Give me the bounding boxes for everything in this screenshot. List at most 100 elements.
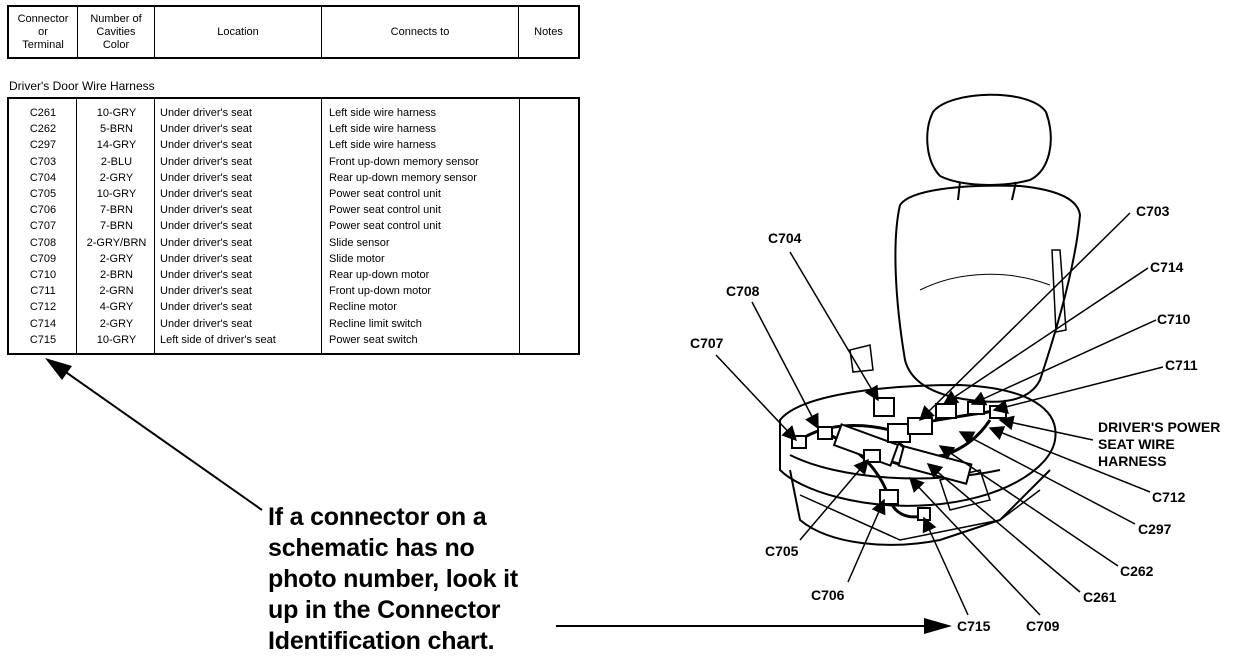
label-c705: C705 bbox=[765, 543, 799, 559]
header-connector: Connector or Terminal bbox=[9, 7, 78, 57]
connector-cell: C712 bbox=[29, 301, 57, 314]
header-location: Location bbox=[155, 7, 322, 57]
cavities-cell: 7-BRN bbox=[99, 204, 133, 217]
column-divider bbox=[76, 99, 77, 353]
header-cavities: Number of Cavities Color bbox=[78, 7, 155, 57]
connects-to-cell: Power seat control unit bbox=[329, 204, 441, 217]
harness-label-line: SEAT WIRE bbox=[1098, 436, 1175, 452]
cavities-cell: 2-GRY bbox=[99, 317, 134, 330]
seat-drawing bbox=[779, 93, 1082, 546]
connects-to-cell: Rear up-down memory sensor bbox=[329, 171, 477, 184]
cavities-cell: 10-GRY bbox=[96, 188, 137, 200]
callout-line: Identification chart. bbox=[268, 627, 495, 655]
column-divider bbox=[321, 99, 322, 353]
location-cell: Under driver's seat bbox=[160, 107, 252, 119]
callout-line: up in the Connector bbox=[268, 596, 501, 624]
column-divider bbox=[154, 99, 155, 353]
cavities-cell: 7-BRN bbox=[99, 220, 133, 233]
location-cell: Under driver's seat bbox=[160, 236, 252, 249]
location-cell: Under driver's seat bbox=[160, 220, 252, 233]
label-c297: C297 bbox=[1138, 521, 1172, 537]
cavities-cell: 2-GRN bbox=[99, 285, 134, 298]
label-c714: C714 bbox=[1150, 259, 1184, 275]
callout-line: schematic has no bbox=[268, 534, 475, 562]
connector-blocks bbox=[791, 397, 1007, 521]
section-title: Driver's Door Wire Harness bbox=[9, 79, 155, 93]
cavities-cell: 2-BLU bbox=[100, 155, 133, 168]
connector-cell: C709 bbox=[29, 252, 57, 265]
label-c262: C262 bbox=[1120, 563, 1154, 579]
harness-label-line: DRIVER'S POWER bbox=[1098, 419, 1221, 435]
connects-to-cell: Front up-down motor bbox=[329, 285, 432, 298]
location-cell: Under driver's seat bbox=[160, 155, 252, 168]
harness-label: DRIVER'S POWER SEAT WIRE HARNESS bbox=[1098, 419, 1220, 470]
location-cell: Under driver's seat bbox=[160, 123, 252, 136]
connector-cell: C705 bbox=[29, 188, 57, 200]
location-cell: Under driver's seat bbox=[160, 317, 252, 330]
label-c704: C704 bbox=[768, 230, 802, 246]
callout-line: If a connector on a bbox=[268, 503, 487, 531]
table-row: C707 7-BRN Under driver's seat Power seat c… bbox=[9, 218, 578, 234]
location-cell: Under driver's seat bbox=[160, 204, 252, 217]
label-c709: C709 bbox=[1026, 618, 1060, 634]
connector-cell: C714 bbox=[29, 317, 57, 330]
header-connects-to: Connects to bbox=[322, 7, 519, 57]
label-c710: C710 bbox=[1157, 311, 1191, 327]
location-cell: Under driver's seat bbox=[160, 285, 252, 298]
callout-text: If a connector on a schematic has no pho… bbox=[268, 502, 518, 657]
header-notes: Notes bbox=[534, 25, 563, 38]
cavities-cell: 10-GRY bbox=[96, 333, 137, 346]
connects-to-cell: Slide motor bbox=[329, 252, 385, 265]
connects-to-cell: Left side wire harness bbox=[329, 139, 436, 152]
location-cell: Under driver's seat bbox=[160, 171, 252, 184]
cavities-cell: 2-GRY bbox=[99, 252, 134, 265]
cavities-cell: 4-GRY bbox=[99, 301, 134, 314]
location-cell: Under driver's seat bbox=[160, 139, 252, 152]
label-c715: C715 bbox=[957, 618, 991, 634]
leader-lines bbox=[715, 212, 1164, 616]
connector-cell: C708 bbox=[29, 236, 57, 249]
connects-to-cell: Power seat control unit bbox=[329, 188, 441, 200]
location-cell: Under driver's seat bbox=[160, 269, 252, 281]
location-cell: Left side of driver's seat bbox=[160, 333, 276, 346]
table-row: C703 2-BLU Under driver's seat Front up-dow… bbox=[9, 154, 578, 170]
label-c708: C708 bbox=[726, 283, 760, 299]
connector-cell: C261 bbox=[29, 107, 57, 119]
location-cell: Under driver's seat bbox=[160, 301, 252, 314]
table-row: C297 14-GRY Under driver's seat Left side w… bbox=[9, 137, 578, 153]
connects-to-cell: Recline limit switch bbox=[329, 317, 422, 330]
connector-cell: C710 bbox=[29, 269, 57, 281]
harness-label-line: HARNESS bbox=[1098, 453, 1167, 469]
label-c707: C707 bbox=[690, 335, 724, 351]
pointer-arrow-to-c715 bbox=[556, 618, 952, 634]
connects-to-cell: Slide sensor bbox=[329, 236, 390, 249]
connector-cell: C707 bbox=[29, 220, 57, 233]
connects-to-cell: Power seat control unit bbox=[329, 220, 441, 233]
connects-to-cell: Rear up-down motor bbox=[329, 269, 430, 281]
column-divider bbox=[519, 99, 520, 353]
callout-line: photo number, look it bbox=[268, 565, 518, 593]
connector-cell: C703 bbox=[29, 155, 57, 168]
cavities-cell: 2-GRY bbox=[99, 171, 134, 184]
location-cell: Under driver's seat bbox=[160, 188, 252, 200]
cavities-cell: 2-GRY/BRN bbox=[86, 236, 147, 249]
cavities-cell: 14-GRY bbox=[96, 139, 137, 152]
connector-cell: C711 bbox=[30, 285, 56, 298]
connects-to-cell: Power seat switch bbox=[329, 333, 418, 346]
table-row: C708 2-GRY/BRN Under driver's seat Slide se… bbox=[9, 235, 578, 251]
connector-cell: C297 bbox=[29, 139, 57, 152]
connects-to-cell: Front up-down memory sensor bbox=[329, 155, 479, 168]
connector-cell: C262 bbox=[29, 123, 57, 136]
table-row: C711 2-GRN Under driver's seat Front up-dow… bbox=[9, 283, 578, 299]
connector-table-header: Connector or Terminal Number of Cavities… bbox=[7, 5, 580, 59]
table-row: C705 10-GRY Under driver's seat Power seat … bbox=[9, 186, 578, 202]
